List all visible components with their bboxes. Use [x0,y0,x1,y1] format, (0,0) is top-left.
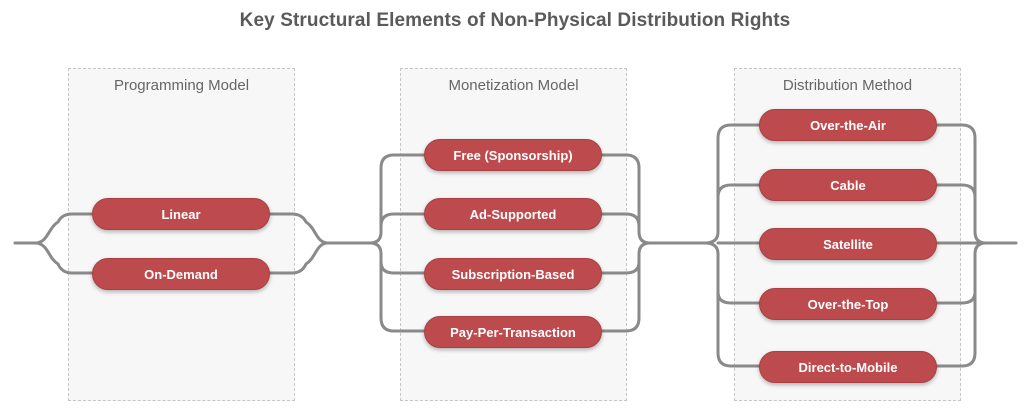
connector-join-monetization-4 [598,260,641,333]
connector-join-programming [266,212,330,245]
group-label-distribution-method: Distribution Method [782,77,913,94]
diagram-title: Key Structural Elements of Non-Physical … [239,10,791,31]
connector-fork-monetization-2 [379,212,429,228]
node-subscription-based: Subscription-Based [424,258,602,290]
connector-fork-distribution [703,123,764,245]
node-over-the-air: Over-the-Air [759,109,937,141]
connector-fork-distribution-2 [716,183,764,199]
node-direct-to-mobile: Direct-to-Mobile [759,351,937,383]
connector-fork-programming-lower [33,241,97,275]
connector-join-monetization [598,153,652,245]
connector-join-programming-lower [266,241,330,275]
connector-join-distribution-2 [933,183,977,199]
connector-fork-monetization [368,153,429,245]
connector-join-monetization-2 [598,212,641,228]
group-programming-model: Programming Model [68,68,295,401]
node-pay-per-transaction: Pay-Per-Transaction [424,316,602,348]
node-free-sponsorship: Free (Sponsorship) [424,139,602,171]
group-label-monetization-model: Monetization Model [448,77,579,94]
node-ad-supported: Ad-Supported [424,198,602,230]
connector-join-distribution-4 [933,241,988,368]
connector-fork-distribution-4 [703,241,764,368]
connector-fork-monetization-4 [379,260,429,333]
connector-fork-distribution-5 [716,290,764,305]
node-over-the-top: Over-the-Top [759,288,937,320]
connector-fork-monetization-3 [368,241,429,275]
node-satellite: Satellite [759,228,937,260]
connector-fork-programming [33,212,97,245]
node-linear: Linear [92,198,270,230]
connector-join-distribution-5 [933,290,977,305]
node-cable: Cable [759,169,937,201]
connector-join-monetization-3 [598,241,652,275]
group-label-programming-model: Programming Model [113,77,250,94]
node-on-demand: On-Demand [92,258,270,290]
